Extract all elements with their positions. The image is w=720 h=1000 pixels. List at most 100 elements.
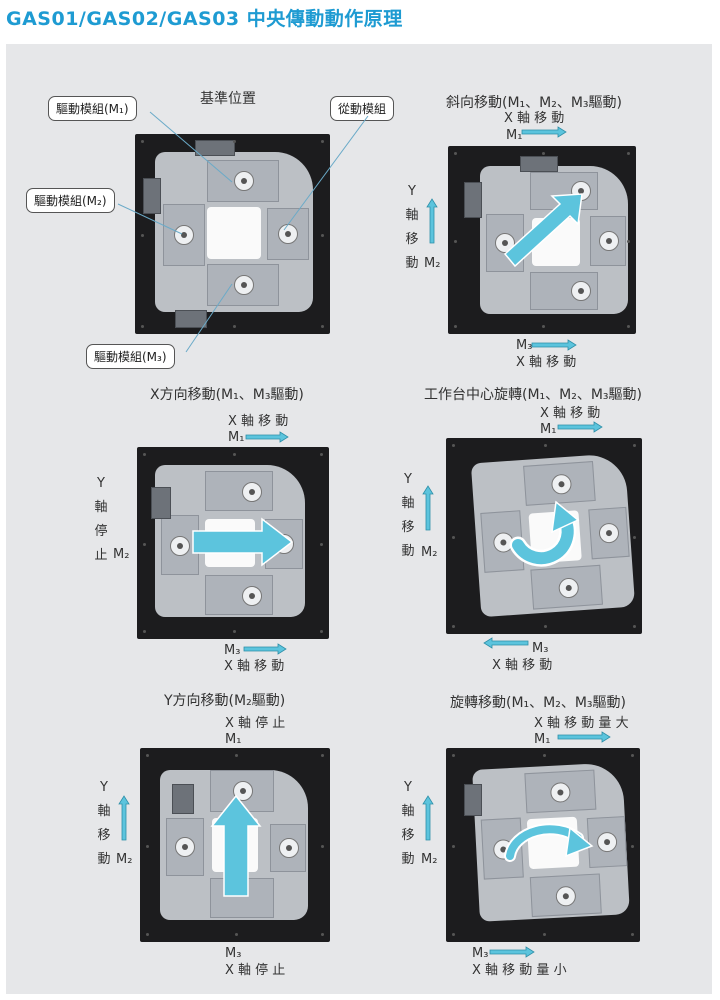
mounting-hole-icon — [631, 933, 634, 936]
y-axis-char: 軸 — [405, 208, 419, 223]
y-axis-char: 動 — [401, 852, 415, 867]
mounting-hole-icon — [633, 625, 636, 628]
mounting-hole-icon — [321, 754, 324, 757]
arrow-right-icon — [557, 731, 611, 743]
bottom-axis-label: X 軸 停 止 — [225, 963, 286, 978]
mounting-hole-icon — [542, 325, 545, 328]
mounting-hole-icon — [452, 444, 455, 447]
y-axis-char: 軸 — [401, 804, 415, 819]
base-plate — [135, 134, 330, 334]
drive-knob-icon — [234, 171, 254, 191]
left-motor-label: M₂ — [421, 545, 438, 560]
motor-m1 — [464, 784, 482, 816]
base-plate — [446, 748, 640, 942]
y-axis-char: 移 — [401, 828, 415, 843]
arrow-up-icon — [210, 794, 262, 897]
left-motor-label: M₂ — [421, 852, 438, 867]
arrow-up-icon — [426, 198, 438, 244]
drive-knob-icon — [234, 275, 254, 295]
mounting-hole-icon — [321, 845, 324, 848]
mounting-hole-icon — [627, 325, 630, 328]
drive-module-m3 — [530, 272, 598, 310]
y-axis-char: 軸 — [401, 496, 415, 511]
top-motor-label: M₁ — [540, 422, 557, 437]
base-plate — [137, 447, 329, 639]
mounting-hole-icon — [233, 630, 236, 633]
mounting-hole-icon — [452, 754, 455, 757]
mounting-hole-icon — [146, 754, 149, 757]
callout-drive-module-m3: 驅動模組(M₃) — [86, 344, 175, 369]
mounting-hole-icon — [320, 453, 323, 456]
drive-knob-icon — [571, 281, 591, 301]
mounting-hole-icon — [143, 453, 146, 456]
base-plate — [140, 748, 330, 942]
y-axis-char: 動 — [405, 256, 419, 271]
mounting-hole-icon — [232, 140, 236, 143]
y-axis-char: 移 — [401, 520, 415, 535]
mounting-hole-icon — [232, 325, 236, 328]
mounting-hole-icon — [454, 325, 457, 328]
mounting-hole-icon — [542, 152, 545, 155]
mounting-hole-icon — [143, 543, 146, 546]
base-plate — [446, 438, 642, 634]
mounting-hole-icon — [146, 845, 149, 848]
bottom-axis-label: X 軸 移 動 — [516, 355, 577, 370]
arrow-right-icon — [243, 643, 287, 655]
mounting-hole-icon — [321, 933, 324, 936]
callout-drive-module-m2: 驅動模組(M₂) — [26, 188, 115, 213]
arrow-right-icon — [557, 421, 603, 433]
caption-reference-position: 基準位置 — [200, 91, 256, 107]
mounting-hole-icon — [321, 140, 324, 143]
bottom-motor-label: M₃ — [532, 641, 549, 656]
mounting-hole-icon — [141, 234, 144, 237]
mounting-hole-icon — [452, 536, 455, 539]
driven-module — [267, 208, 309, 260]
top-axis-label: X 軸 移 動 — [504, 111, 565, 126]
bottom-axis-label: X 軸 移 動 量 小 — [472, 963, 567, 978]
y-axis-char: 軸 — [94, 500, 108, 515]
arrow-left-icon — [483, 637, 529, 649]
y-axis-char: 移 — [405, 232, 419, 247]
arrow-right-icon — [531, 339, 577, 351]
arrow-up-icon — [118, 795, 130, 841]
mounting-hole-icon — [235, 933, 238, 936]
bottom-motor-label: M₃ — [472, 946, 489, 961]
mounting-hole-icon — [320, 543, 323, 546]
bottom-motor-label: M₃ — [224, 643, 241, 658]
drive-knob-icon — [170, 536, 190, 556]
caption-x-direction-move: X方向移動(M₁、M₃驅動) — [150, 387, 304, 403]
motor-m1 — [151, 487, 171, 519]
mounting-hole-icon — [452, 625, 455, 628]
drive-knob-icon — [174, 225, 194, 245]
mounting-hole-icon — [452, 933, 455, 936]
arrow-right-icon — [192, 517, 294, 567]
motor-m3 — [175, 310, 207, 328]
y-axis-char: 動 — [401, 544, 415, 559]
y-axis-char: 軸 — [97, 804, 111, 819]
y-axis-char: Y — [404, 472, 412, 487]
mounting-hole-icon — [631, 845, 634, 848]
mounting-hole-icon — [543, 933, 546, 936]
drive-module-m1 — [207, 160, 279, 202]
y-axis-char: 動 — [97, 852, 111, 867]
left-motor-label: M₂ — [116, 852, 133, 867]
mounting-hole-icon — [627, 152, 630, 155]
arrow-up-icon — [422, 795, 434, 841]
small-arrows — [118, 126, 611, 958]
motor-m2 — [464, 182, 482, 218]
arrow-up-icon — [422, 485, 434, 531]
mounting-hole-icon — [452, 845, 455, 848]
top-motor-label: M₁ — [228, 430, 245, 445]
mounting-hole-icon — [627, 240, 630, 243]
arrow-diagonal-icon — [503, 193, 583, 268]
mounting-hole-icon — [235, 754, 238, 757]
mounting-hole-icon — [633, 536, 636, 539]
driven-knob-icon — [599, 231, 619, 251]
mounting-hole-icon — [543, 754, 546, 757]
arrow-right-icon — [489, 946, 535, 958]
motor-m1 — [520, 156, 558, 172]
stage — [480, 166, 628, 314]
mounting-hole-icon — [631, 754, 634, 757]
bottom-motor-label: M₃ — [516, 338, 533, 353]
